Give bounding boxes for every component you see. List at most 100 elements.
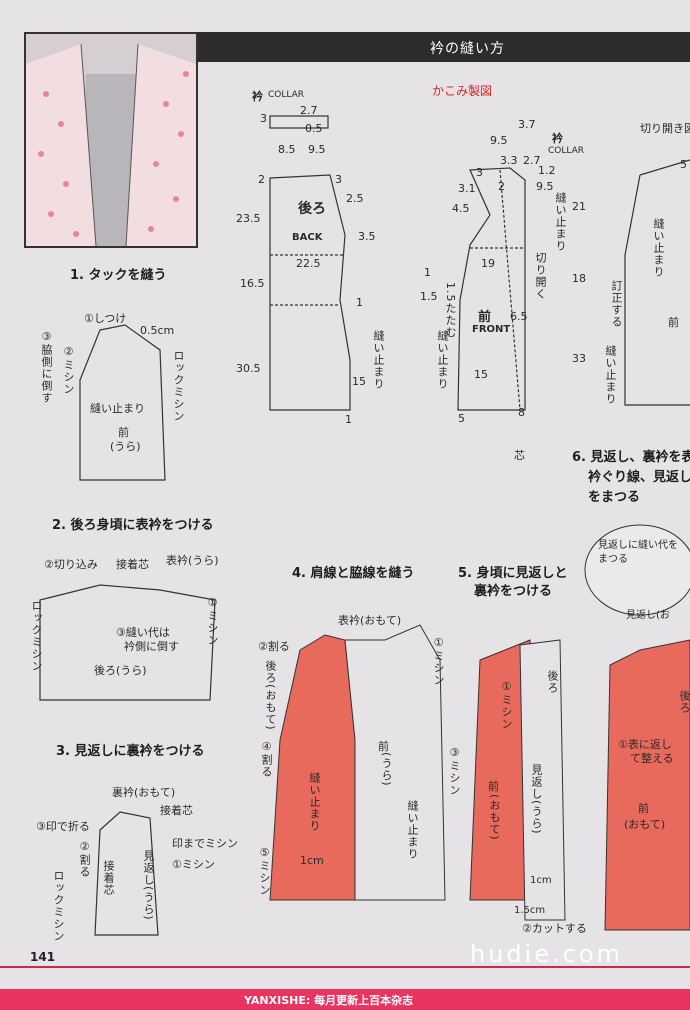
step6-e: (おもて)	[624, 818, 666, 831]
front-m-27: 2.7	[523, 154, 541, 167]
spread-stop2: 縫い止まり	[604, 345, 617, 405]
front-m-15b: 15	[474, 368, 488, 381]
back-stop: 縫い止まり	[372, 330, 385, 390]
spread-m-5: 5	[680, 158, 687, 171]
front-m-31: 3.1	[458, 182, 476, 195]
step4-i: 縫い止まり	[308, 772, 321, 832]
step5-drawing	[469, 639, 566, 921]
front-m-12: 1.2	[538, 164, 556, 177]
step5-g: 1.5cm	[514, 905, 546, 916]
step2-e: ③縫い代は	[116, 626, 170, 639]
front-m-65: 6.5	[510, 310, 528, 323]
step5-d: (おもて)	[488, 794, 501, 841]
page-number: 141	[30, 950, 56, 964]
step4-e: ④割る	[260, 740, 273, 778]
step5-a: ①ミシン	[500, 680, 513, 730]
front-label: 前	[478, 310, 492, 325]
back-m-25: 2.5	[346, 192, 364, 205]
back-m-top: 2	[258, 173, 265, 186]
step1-f: 縫い止まり	[90, 402, 145, 415]
footer-divider	[0, 966, 690, 968]
garment-photo	[24, 32, 198, 248]
step3-title: 3. 見返しに裏衿をつける	[56, 744, 205, 759]
front-m-33: 3.3	[500, 154, 518, 167]
step3-b: 接着芯	[160, 804, 193, 817]
back-pattern	[269, 174, 351, 411]
step3-drawing	[94, 811, 159, 936]
back-m-3: 3	[335, 173, 342, 186]
front-label-en: FRONT	[472, 324, 511, 335]
front-m-19: 19	[481, 257, 495, 270]
step6-f: 後ろ	[678, 690, 690, 714]
front-stop2: 縫い止まり	[436, 330, 449, 390]
step6-d: 前	[638, 802, 649, 815]
front-pattern	[457, 167, 526, 411]
front-fold: 1.5たたむ	[444, 282, 457, 339]
spread-title: 切り開き図	[640, 122, 690, 135]
step4-vest	[269, 624, 446, 901]
step4-c: ①ミシン	[432, 636, 445, 686]
step6-drawing	[584, 524, 690, 931]
section-title: 衿の縫い方	[430, 41, 505, 57]
collar-m5: 9.5	[308, 143, 326, 156]
step3-h: 接着芯	[102, 860, 115, 896]
spread-m-21: 21	[572, 200, 586, 213]
step4-d: 後ろ(おもて)	[264, 660, 277, 731]
step3-a: 裏衿(おもて)	[112, 786, 176, 799]
step2-a: ②切り込み	[44, 558, 98, 571]
garment-illustration	[26, 34, 196, 246]
back-m-1b: 1	[345, 413, 352, 426]
front-m-3: 3	[476, 166, 483, 179]
step2-d: ①ミシン	[206, 596, 219, 646]
back-label-en: BACK	[292, 232, 323, 243]
pattern-subtitle: かこみ製図	[432, 84, 493, 98]
step3-d: 印までミシン	[172, 837, 238, 850]
step4-h: (うら)	[380, 752, 393, 787]
front-open: 切り開く	[534, 252, 547, 300]
collar-piece	[269, 115, 329, 129]
front-m-95: 9.5	[490, 134, 508, 147]
step1-b: 0.5cm	[140, 324, 175, 337]
back-label: 後ろ	[298, 201, 326, 217]
step4-f: ③ミシン	[448, 746, 461, 796]
back-m-35: 3.5	[358, 230, 376, 243]
collar-m2: 3	[260, 112, 267, 125]
step2-c: 表衿(うら)	[166, 554, 219, 567]
step5-title: 5. 身頃に見返しと	[458, 566, 568, 581]
step1-drawing	[79, 324, 166, 481]
step1-h: (うら)	[110, 440, 141, 453]
front-hem: 芯	[514, 449, 525, 462]
step3-f: ①ミシン	[172, 858, 215, 871]
collar-label: 衿	[252, 90, 263, 103]
step4-b: ②割る	[258, 640, 290, 653]
step2-f: 衿側に倒す	[124, 640, 179, 653]
front-m-15: 1.5	[420, 290, 438, 303]
spread-fix: 訂正する	[610, 280, 623, 328]
step2-g: ロックミシン	[30, 600, 43, 672]
collar-m3: 0.5	[305, 122, 323, 135]
spread-front: 前	[668, 316, 679, 329]
front-m-1: 1	[424, 266, 431, 279]
footer-banner: YANXISHE: 每月更新上百本杂志	[0, 989, 690, 1010]
step2-b: 接着芯	[116, 558, 149, 571]
step1-a: ①しつけ	[84, 312, 127, 325]
back-m-225: 22.5	[296, 257, 321, 270]
step4-title: 4. 肩線と脇線を縫う	[292, 566, 415, 581]
front-m-2: 2	[498, 180, 505, 193]
step2-title: 2. 後ろ身頃に表衿をつける	[52, 518, 214, 533]
step5-c: 前	[488, 780, 499, 793]
step5-e: 見返し(うら)	[530, 764, 543, 835]
back-m-15: 15	[352, 375, 366, 388]
step1-c: ②ミシン	[62, 345, 75, 395]
step4-k: ⑤ミシン	[258, 846, 271, 896]
step3-c: ③印で折る	[36, 820, 90, 833]
step1-title: 1. タックを縫う	[70, 268, 167, 283]
front-m-8: 8	[518, 406, 525, 419]
section-header: 衿の縫い方	[198, 32, 690, 62]
step5-h: ②カットする	[522, 922, 587, 935]
step6-title3: をまつる	[588, 490, 641, 505]
step5-b: 後ろ	[546, 670, 559, 694]
spread-m-33: 33	[572, 352, 586, 365]
step6-title: 6. 見返し、裏衿を表	[572, 450, 690, 465]
